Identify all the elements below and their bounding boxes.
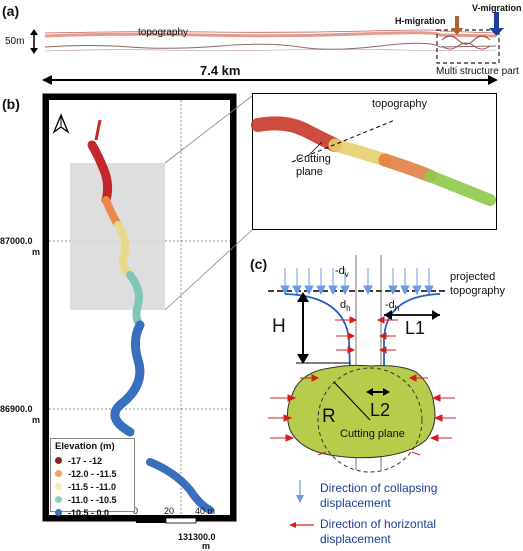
length-label: 7.4 km xyxy=(200,63,241,78)
legend-item: -17 - -12 xyxy=(55,454,130,467)
legend-item-label: -12.0 - -11.5 xyxy=(68,468,117,479)
h-migration-arrow xyxy=(455,16,459,28)
coord-131300: 131300.0 xyxy=(178,532,216,542)
topography-line xyxy=(44,31,497,38)
multi-structure-label: Multi structure part xyxy=(436,66,519,77)
legend-item: -12.0 - -11.5 xyxy=(55,467,130,480)
north-arrow-icon xyxy=(52,113,70,134)
coord-87000: 87000.0 xyxy=(0,236,33,246)
l1-label: L1 xyxy=(405,318,426,338)
horizontal-legend-2: displacement xyxy=(320,532,391,546)
radius-circle xyxy=(317,367,423,473)
inset-river-green xyxy=(424,170,496,206)
structure-line-lower xyxy=(44,49,497,52)
coord-86900-unit: m xyxy=(32,415,41,425)
legend-item: -11.5 - -11.0 xyxy=(55,480,130,493)
collapse-legend-2: displacement xyxy=(320,496,391,510)
cutting-plane-label: Cutting plane xyxy=(340,428,405,440)
minus-dh-label: -dh xyxy=(385,299,400,314)
v-migration-arrow xyxy=(494,12,499,28)
panel-a-label: (a) xyxy=(2,3,20,19)
legend-swatch xyxy=(55,496,62,503)
dv-label: -dv xyxy=(335,265,349,280)
collapse-legend-arrow xyxy=(296,495,304,503)
dh-arrows xyxy=(335,316,398,354)
legend-swatch xyxy=(55,470,62,477)
legend-item: -10.5 - 0.0 xyxy=(55,506,130,519)
multi-structure-box xyxy=(436,29,500,64)
r-label: R xyxy=(322,406,336,427)
legend-swatch xyxy=(55,457,62,464)
inset-cutting-label-2: plane xyxy=(296,166,323,178)
topography-label: topography xyxy=(138,27,189,38)
scalebar-40: 40 m xyxy=(195,506,216,516)
inset-river-red xyxy=(251,116,342,152)
river-red xyxy=(87,140,113,205)
legend-item: -11.0 - -10.5 xyxy=(55,493,130,506)
river-blue xyxy=(110,320,145,437)
inset-topography-label: topography xyxy=(372,98,428,110)
horizontal-legend-1: Direction of horizontal xyxy=(320,517,437,531)
h-migration-label: H-migration xyxy=(395,16,446,26)
dh-label: dh xyxy=(340,299,351,314)
projected-label-2: topography xyxy=(450,285,506,297)
h-label: H xyxy=(272,316,286,337)
panel-b-label: (b) xyxy=(2,96,20,112)
v-migration-label: V-migration xyxy=(472,3,522,13)
projected-label-1: projected xyxy=(450,271,496,283)
coord-131300-unit: m xyxy=(202,541,211,551)
horizontal-legend-arrow xyxy=(289,522,296,528)
legend-item-label: -11.0 - -10.5 xyxy=(68,494,117,505)
legend-title: Elevation (m) xyxy=(55,441,115,452)
river-teal xyxy=(126,271,144,329)
selection-area xyxy=(70,163,165,310)
legend-item-label: -11.5 - -11.0 xyxy=(68,481,117,492)
legend-swatch xyxy=(55,483,62,490)
l2-label: L2 xyxy=(370,400,391,420)
inset-cutting-label-1: Cutting xyxy=(296,153,331,165)
collapse-arrows xyxy=(280,268,434,296)
scalebar-20: 20 xyxy=(164,506,175,516)
scalebar-0: 0 xyxy=(133,506,139,516)
river-yellow xyxy=(114,221,134,279)
legend-item-label: -17 - -12 xyxy=(68,455,103,466)
collapse-legend-1: Direction of collapsing xyxy=(320,481,438,495)
elevation-legend: Elevation (m) -17 - -12 -12.0 - -11.5 -11.… xyxy=(50,438,135,518)
topography-line-upper xyxy=(44,29,497,34)
horizontal-arrows xyxy=(268,374,456,456)
scale-50m-label: 50m xyxy=(5,36,25,47)
legend-swatch xyxy=(55,509,62,516)
cutting-plane-shape xyxy=(286,364,436,459)
river-blue-tail xyxy=(146,458,214,514)
panel-c-label: (c) xyxy=(250,256,268,272)
legend-item-label: -10.5 - 0.0 xyxy=(68,507,110,518)
coord-87000-unit: m xyxy=(32,247,41,257)
structure-line xyxy=(44,42,497,50)
inset-cutting-plane xyxy=(291,119,396,163)
coord-86900: 86900.0 xyxy=(0,404,33,414)
